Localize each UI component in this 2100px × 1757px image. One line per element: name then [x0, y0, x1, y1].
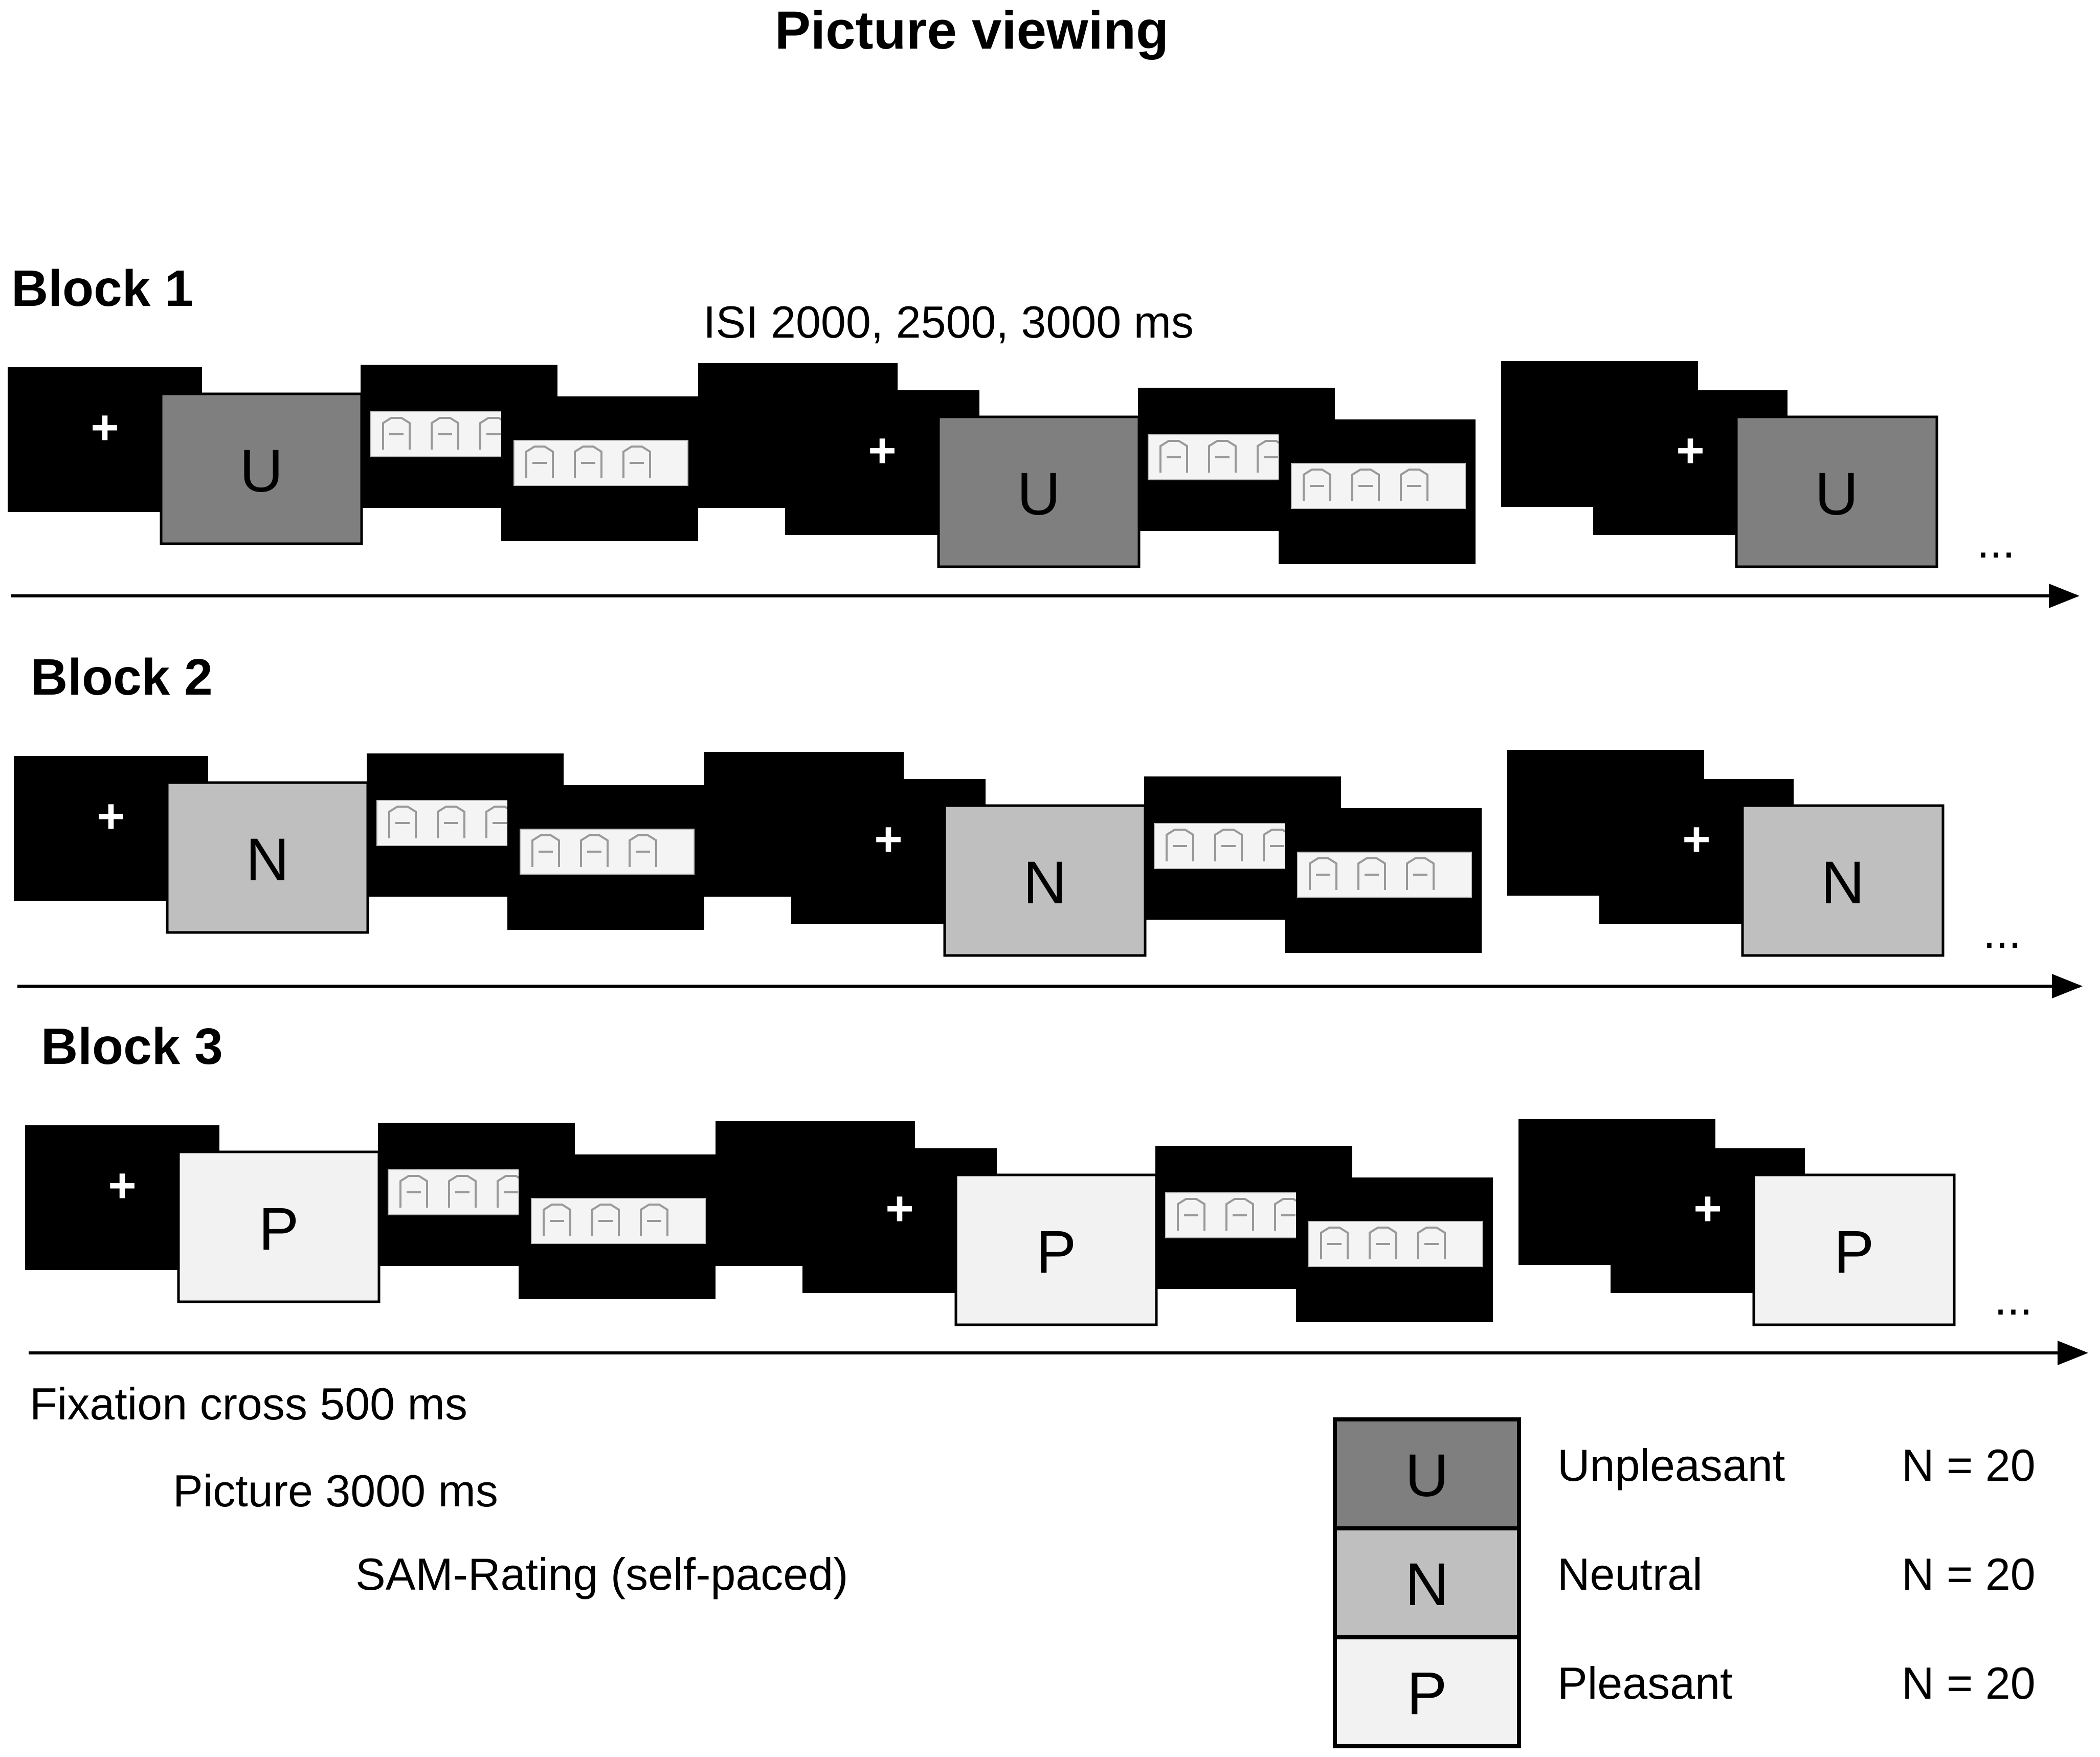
legend-letter: U [1405, 1442, 1448, 1509]
fixation-cross: + [874, 812, 902, 866]
legend-category-name: Pleasant [1557, 1658, 1732, 1708]
legend: U Unpleasant N = 20 N Neutral N = 20 P Pleasant… [1333, 1417, 2036, 1748]
rating-duration-label: SAM-Rating (self-paced) [355, 1549, 848, 1599]
legend-category-name: Unpleasant [1557, 1440, 1785, 1491]
sam-manikin-icon [1406, 857, 1435, 890]
legend-swatch [1333, 1417, 1521, 1530]
picture-screen [1752, 1173, 1956, 1326]
sam-manikin-icon [622, 446, 651, 478]
sam-manikin-icon [591, 1204, 620, 1236]
picture-screen [166, 781, 369, 934]
legend-count: N = 20 [1902, 1440, 2036, 1491]
block-2: Block 2 + N + N + N... [14, 649, 2083, 998]
sam-manikin-icon [399, 1175, 428, 1208]
sam-manikin-icon [431, 417, 459, 450]
sam-manikin-icon [1309, 857, 1337, 890]
sam-manikin-icon [543, 1204, 571, 1236]
sam-manikin-icon [1214, 829, 1243, 861]
picture-category-letter: P [1834, 1218, 1874, 1286]
block-1: Block 1 + U + U + U... [8, 260, 2080, 608]
legend-swatch [1333, 1526, 1521, 1639]
picture-category-letter: N [1821, 849, 1864, 917]
picture-category-letter: U [1815, 460, 1858, 528]
fixation-cross: + [97, 789, 125, 843]
picture-category-letter: P [259, 1195, 299, 1263]
picture-category-letter: P [1036, 1218, 1077, 1286]
picture-screen [1735, 415, 1938, 568]
sam-manikin-icon [629, 834, 657, 867]
legend-letter: P [1407, 1660, 1447, 1727]
fixation-cross: + [91, 401, 119, 455]
sam-manikin-icon [1166, 829, 1194, 861]
picture-category-letter: N [245, 826, 289, 894]
sam-manikin-icon [640, 1204, 668, 1236]
continuation-dots: ... [1994, 1274, 2032, 1325]
sam-manikin-icon [1159, 440, 1188, 473]
sam-manikin-icon [1417, 1227, 1446, 1259]
legend-swatch [1333, 1635, 1521, 1748]
fixation-cross: + [885, 1182, 913, 1236]
sam-manikin-icon [1177, 1198, 1205, 1231]
sam-manikin-icon [1320, 1227, 1349, 1259]
sam-manikin-icon [580, 834, 609, 867]
diagram-title: Picture viewing [775, 1, 1169, 60]
sam-manikin-icon [1369, 1227, 1397, 1259]
fixation-duration-label: Fixation cross 500 ms [30, 1378, 467, 1429]
sam-manikin-icon [382, 417, 411, 450]
picture-screen [943, 804, 1147, 957]
sam-manikin-icon [1225, 1198, 1254, 1231]
sam-manikin-icon [1357, 857, 1386, 890]
picture-category-letter: U [1017, 460, 1060, 528]
sam-manikin-icon [1351, 469, 1380, 501]
legend-count: N = 20 [1902, 1658, 2036, 1708]
continuation-dots: ... [1983, 907, 2021, 958]
sam-manikin-icon [531, 834, 560, 867]
isi-label: ISI 2000, 2500, 3000 ms [703, 297, 1194, 347]
fixation-cross: + [1676, 424, 1704, 478]
block-label: Block 1 [11, 260, 193, 317]
sam-manikin-icon [437, 806, 465, 838]
block-label: Block 2 [31, 649, 213, 706]
legend-count: N = 20 [1902, 1549, 2036, 1599]
fixation-cross: + [108, 1159, 136, 1213]
picture-screen [1741, 804, 1945, 957]
fixation-cross: + [1693, 1182, 1722, 1236]
sam-manikin-icon [1400, 469, 1428, 501]
legend-letter: N [1405, 1551, 1448, 1618]
picture-screen [954, 1173, 1158, 1326]
fixation-cross: + [1682, 812, 1710, 866]
picture-category-letter: U [239, 437, 283, 505]
sam-manikin-icon [574, 446, 602, 478]
block-3: Block 3 + P + P + P... [25, 1018, 2088, 1365]
block-label: Block 3 [41, 1018, 223, 1075]
sam-manikin-icon [388, 806, 417, 838]
picture-category-letter: N [1023, 849, 1066, 917]
picture-duration-label: Picture 3000 ms [173, 1465, 498, 1516]
continuation-dots: ... [1977, 517, 2015, 568]
sam-manikin-icon [448, 1175, 477, 1208]
sam-manikin-icon [1208, 440, 1237, 473]
blocks-container: Block 1 + U + U + U... Block 2 + N + N + N... Block 3 +… [8, 260, 2088, 1365]
sam-manikin-icon [525, 446, 554, 478]
fixation-cross: + [868, 424, 896, 478]
legend-category-name: Neutral [1557, 1549, 1703, 1599]
picture-screen [937, 415, 1141, 568]
sam-manikin-icon [1303, 469, 1331, 501]
